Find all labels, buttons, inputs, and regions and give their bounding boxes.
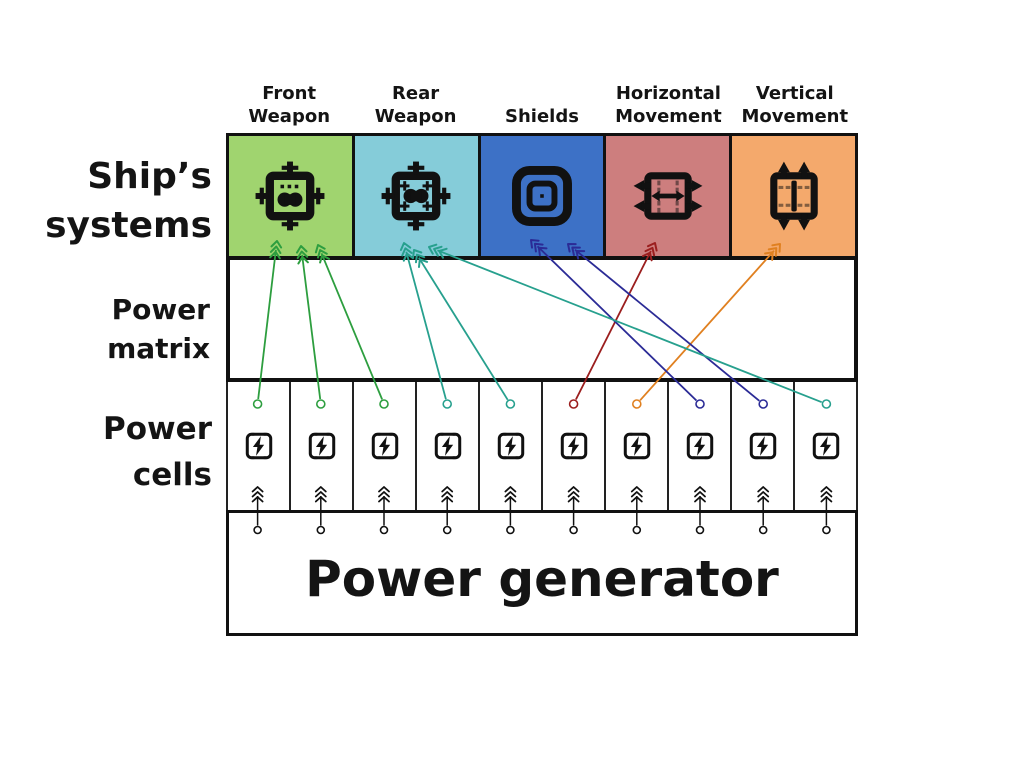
system-header-line: Horizontal	[615, 83, 721, 104]
system-header-line: Vertical	[755, 83, 834, 104]
battery-icon	[497, 432, 524, 460]
power-cells-row-label: Power cells	[0, 406, 212, 498]
battery-icon	[560, 432, 587, 460]
power-cell-2	[291, 382, 354, 510]
power-cells-line1: Power	[103, 411, 212, 447]
system-header-shields: Shields	[479, 70, 605, 128]
system-header-line: Movement	[741, 106, 849, 127]
battery-icon	[308, 432, 335, 460]
battery-icon	[812, 432, 839, 460]
shields-icon	[512, 166, 572, 226]
system-header-line: Weapon	[248, 106, 331, 127]
power-generator-label: Power generator	[305, 550, 779, 608]
rear-weapon-icon	[381, 161, 451, 231]
battery-icon	[686, 432, 713, 460]
front-weapon-icon	[255, 161, 325, 231]
power-cell-7	[606, 382, 669, 510]
system-header-line: Movement	[615, 106, 722, 127]
system-header-line: Weapon	[374, 106, 457, 127]
power-cell-6	[543, 382, 606, 510]
ships-systems-row	[226, 133, 858, 256]
power-cell-9	[732, 382, 795, 510]
battery-icon	[434, 432, 461, 460]
power-matrix-line1: Power	[111, 293, 210, 326]
vertical-thruster-icon	[769, 161, 818, 231]
power-cell-4	[417, 382, 480, 510]
system-box-horizontal-movement	[606, 136, 733, 256]
system-box-shields	[480, 136, 607, 256]
power-cell-10	[795, 382, 856, 510]
power-cell-1	[228, 382, 291, 510]
ships-systems-line2: systems	[45, 205, 212, 246]
battery-icon	[245, 432, 272, 460]
system-header-line: Front	[262, 83, 317, 104]
system-box-front-weapon	[229, 136, 355, 256]
system-header-line: Shields	[505, 106, 579, 127]
power-cell-8	[669, 382, 732, 510]
ships-systems-row-label: Ship’s systems	[0, 152, 212, 250]
power-matrix-line2: matrix	[107, 332, 210, 365]
system-box-rear-weapon	[354, 136, 481, 256]
power-matrix-box	[226, 256, 858, 382]
power-cells-line2: cells	[132, 457, 212, 493]
power-cell-3	[354, 382, 417, 510]
battery-icon	[749, 432, 776, 460]
ships-systems-line1: Ship’s	[87, 156, 212, 197]
system-box-vertical-movement	[732, 136, 855, 256]
battery-icon	[371, 432, 398, 460]
power-cell-5	[480, 382, 543, 510]
horizontal-thruster-icon	[633, 172, 703, 220]
power-matrix-row-label: Power matrix	[0, 290, 210, 368]
power-cells-row	[226, 382, 858, 510]
power-generator-box: Power generator	[226, 510, 858, 636]
system-header-line: Rear	[392, 83, 440, 104]
battery-icon	[623, 432, 650, 460]
